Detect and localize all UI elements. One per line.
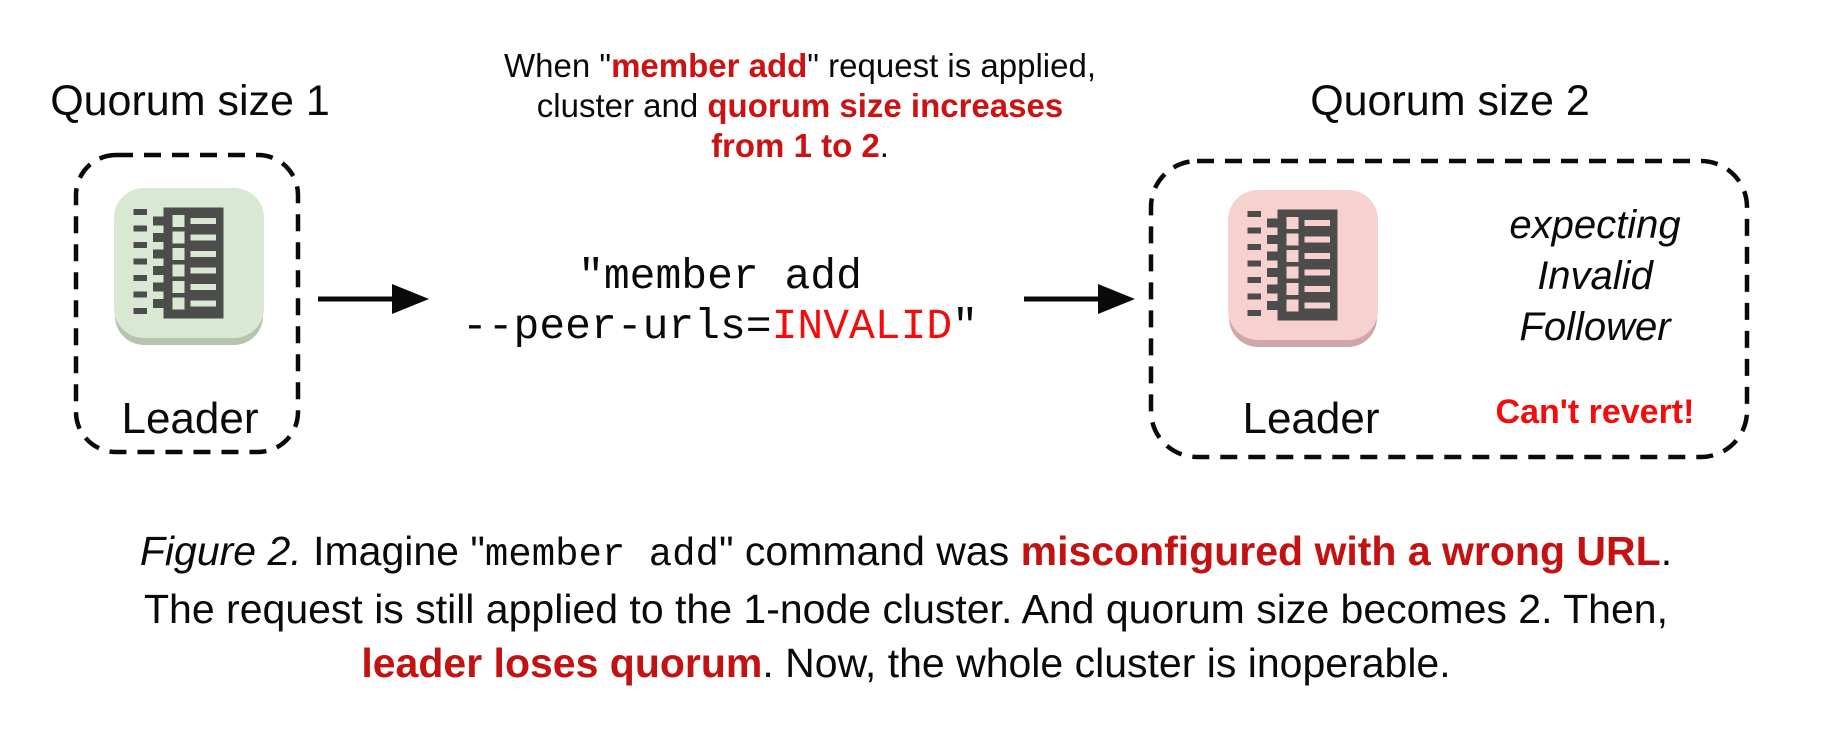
expecting-invalid-follower-note: expecting Invalid Follower: [1430, 200, 1760, 353]
figure-caption: Figure 2. Imagine "member add" command w…: [0, 524, 1812, 690]
command-line-1: "member add: [578, 252, 862, 301]
figure-number-label: Figure 2.: [139, 528, 302, 574]
annotation-line-3: from 1 to 2.: [711, 127, 889, 164]
leader-server-icon-green: [114, 188, 264, 338]
server-rack-icon: [1247, 209, 1338, 321]
expecting-line-2: Invalid: [1537, 254, 1653, 298]
left-leader-label: Leader: [121, 394, 259, 443]
server-rack-icon: [133, 207, 224, 319]
left-cluster-dashed-border: [73, 152, 301, 455]
command-invalid-highlight: INVALID: [771, 302, 953, 351]
caption-line-3: leader loses quorum. Now, the whole clus…: [361, 640, 1451, 686]
annotation-line-2: cluster and quorum size increases: [536, 87, 1064, 124]
member-add-annotation: When "member add" request is applied, cl…: [420, 46, 1180, 166]
caption-line-2: The request is still applied to the 1-no…: [144, 586, 1668, 632]
annotation-from-1-to-2-highlight: from 1 to 2: [711, 127, 880, 164]
arrow-right-icon: [1024, 284, 1135, 314]
cant-revert-warning: Can't revert!: [1495, 393, 1695, 431]
expecting-line-3: Follower: [1519, 305, 1671, 349]
member-add-command: "member add --peer-urls=INVALID": [420, 252, 1020, 352]
right-leader-label: Leader: [1242, 394, 1380, 443]
caption-member-add-code: member add: [484, 533, 719, 577]
command-line-2: --peer-urls=INVALID": [461, 302, 979, 351]
annotation-line-1: When "member add" request is applied,: [503, 47, 1097, 84]
caption-misconfigured-highlight: misconfigured with a wrong URL: [1020, 528, 1661, 574]
annotation-quorum-highlight: quorum size increases: [707, 87, 1064, 124]
arrow-right-icon: [318, 284, 429, 314]
right-cluster-dashed-border: [1148, 158, 1750, 460]
right-cluster-box: [1148, 158, 1750, 460]
left-quorum-title: Quorum size 1: [50, 77, 330, 125]
expecting-line-1: expecting: [1509, 203, 1681, 247]
caption-loses-quorum-highlight: leader loses quorum: [361, 640, 763, 686]
annotation-member-add-highlight: member add: [611, 47, 808, 84]
right-quorum-title: Quorum size 2: [1310, 77, 1590, 125]
leader-server-icon-pink: [1228, 190, 1378, 340]
caption-line-1: Figure 2. Imagine "member add" command w…: [139, 528, 1673, 577]
left-cluster-box: [73, 152, 301, 455]
